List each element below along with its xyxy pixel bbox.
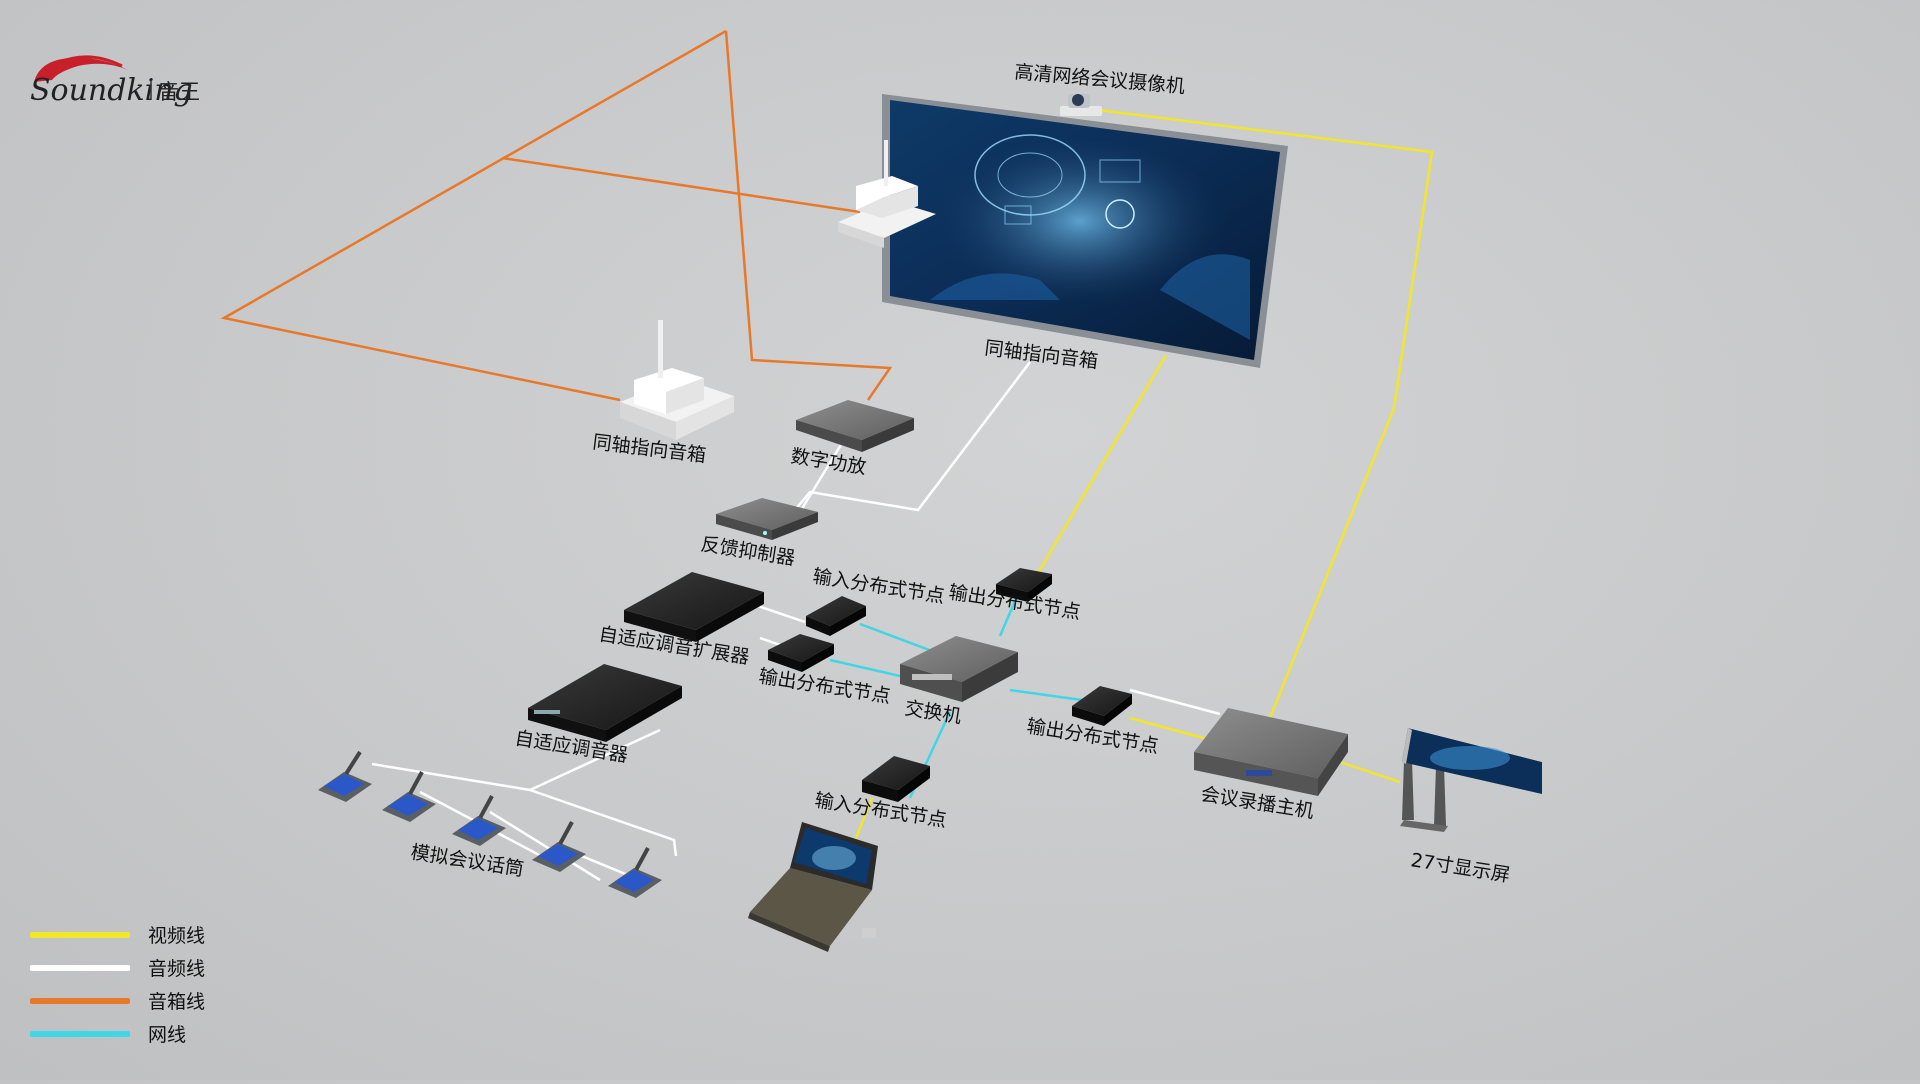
legend: 视频线 音频线 音箱线 网线 [30, 918, 205, 1050]
camera [1060, 94, 1102, 116]
node-in-top [806, 596, 866, 636]
legend-label-audio: 音频线 [148, 958, 206, 980]
label-amplifier: 数字功放 [789, 445, 868, 479]
brand-name-en: Soundking [30, 73, 193, 108]
mic-3 [452, 795, 506, 846]
node-in-bottom [862, 756, 930, 802]
feedback-suppressor [716, 498, 818, 540]
mic-1 [318, 750, 372, 802]
label-switch: 交换机 [903, 697, 963, 728]
label-mics: 模拟会议话筒 [409, 841, 525, 881]
legend-swatch-video [30, 931, 130, 938]
mic-2 [382, 771, 436, 822]
display-wall [882, 94, 1288, 368]
monitor [1400, 724, 1542, 832]
microphones [318, 750, 662, 898]
wall-speaker [838, 140, 936, 248]
brand-logo: Soundking 音王 [30, 55, 200, 108]
legend-item-video: 视频线 [30, 918, 205, 951]
brand-name-cn: 音王 [158, 80, 200, 104]
legend-item-audio: 音频线 [30, 951, 205, 984]
speaker-cables [220, 29, 893, 402]
label-speaker-floor: 同轴指向音箱 [591, 431, 707, 467]
switch [900, 636, 1018, 702]
mic-5 [608, 847, 662, 898]
mic-4 [532, 821, 586, 872]
label-monitor: 27寸显示屏 [1409, 849, 1511, 886]
label-in-node-top: 输入分布式节点 [811, 565, 946, 608]
legend-swatch-network [30, 1030, 130, 1037]
recorder [1194, 708, 1348, 796]
legend-item-speaker: 音箱线 [30, 984, 205, 1017]
label-camera: 高清网络会议摄像机 [1014, 61, 1186, 98]
node-out-right [1072, 686, 1132, 726]
label-out-node-left: 输出分布式节点 [757, 665, 892, 708]
mixer [528, 664, 682, 742]
audio-cables [371, 361, 1221, 882]
legend-label-network: 网线 [148, 1024, 187, 1046]
laptop [748, 822, 878, 952]
legend-item-network: 网线 [30, 1017, 205, 1050]
legend-label-speaker: 音箱线 [148, 991, 206, 1013]
label-speaker-wall: 同轴指向音箱 [983, 337, 1099, 373]
node-out-left [768, 634, 834, 672]
floor-speaker [620, 320, 734, 440]
legend-swatch-speaker [30, 997, 130, 1004]
network-cables [829, 593, 1083, 799]
legend-label-video: 视频线 [148, 925, 206, 947]
legend-swatch-audio [30, 964, 130, 971]
node-out-top [996, 568, 1052, 602]
amplifier [796, 400, 914, 452]
label-feedback: 反馈抑制器 [699, 533, 796, 570]
extender [624, 572, 764, 642]
